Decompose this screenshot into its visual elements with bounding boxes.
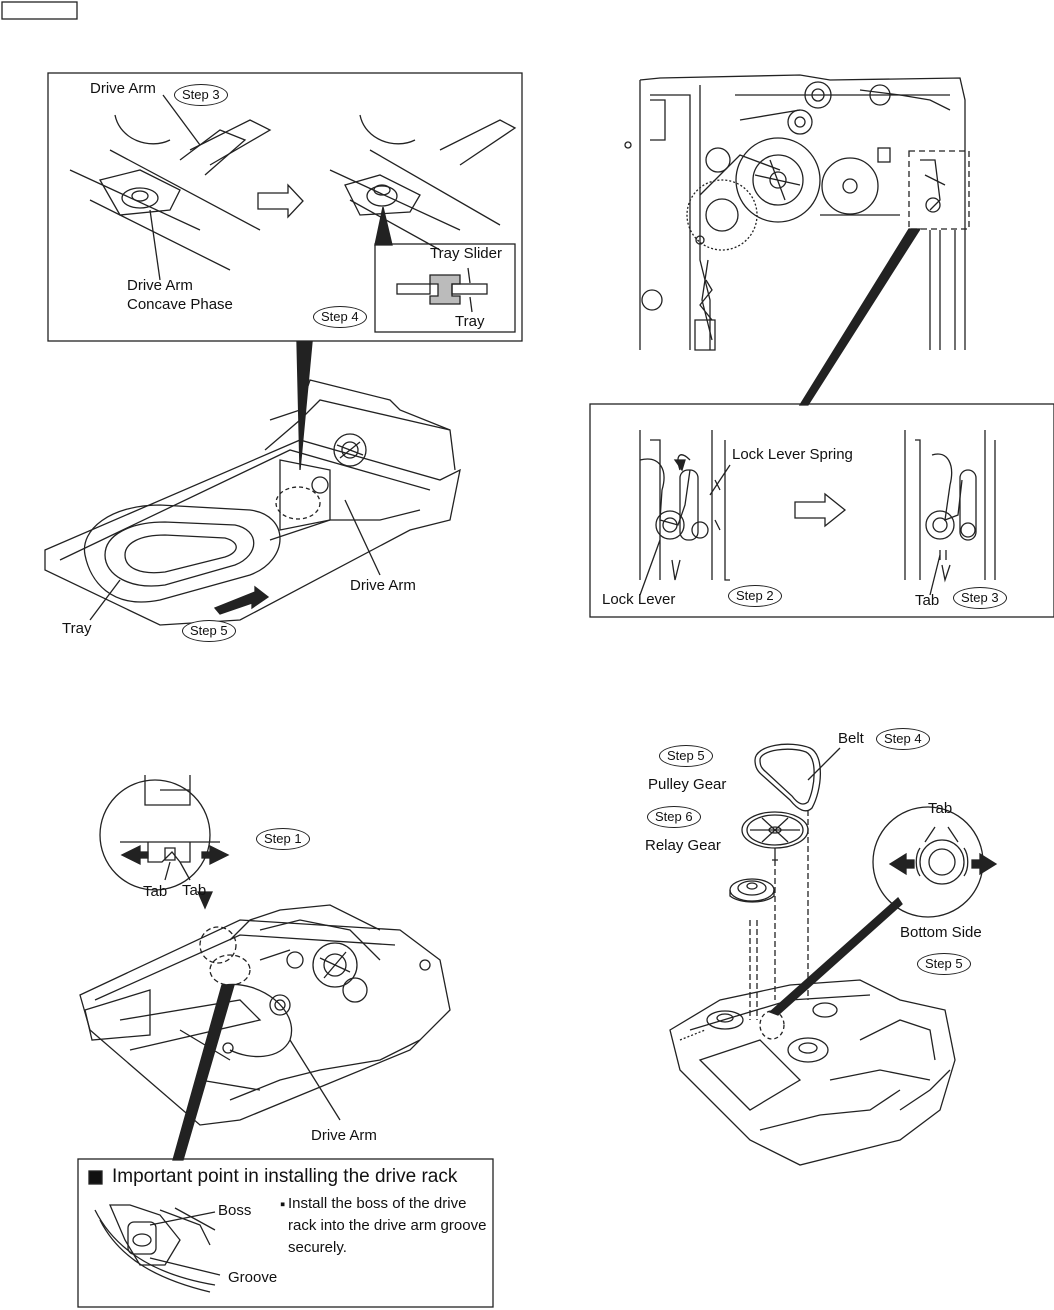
relay-gear-drawing [729,878,775,903]
important-box-frame [77,1158,494,1308]
lock-lever-focus-box [908,150,970,230]
tray-label: Tray [62,620,92,637]
chassis-iso-drawing [79,904,451,1126]
tab-leader [929,554,941,596]
tab-left-label: Tab [143,883,168,900]
drive-arm-leader-2 [289,1039,341,1121]
pulley-gear-drawing [741,811,809,861]
step5-badge: Step 5 [182,620,236,642]
tray-slider-label: Tray Slider [430,245,502,262]
drive-arm-label: Drive Arm [90,80,156,97]
important-note: Install the boss of the drive rack into … [288,1195,487,1256]
tab-zoom-drawing [120,775,230,881]
belt-drawing [754,743,821,812]
drive-arm-before-drawing [69,114,272,271]
callout-wedge-bottom [768,897,903,1016]
lock-lever-spring-label: Lock Lever Spring [732,446,853,463]
callout-wedge-right [798,228,922,406]
lock-lever-label: Lock Lever [602,591,676,608]
step3-badge-right: Step 3 [953,587,1007,609]
page-marker [1,1,78,20]
important-square-icon [88,1170,103,1185]
bottom-side-label: Bottom Side [900,924,982,941]
drive-arm-label-3: Drive Arm [311,1127,377,1144]
tray-mechanism-drawing [44,379,461,626]
arrow-right-icon [257,183,304,219]
arrow-right-icon-2 [794,492,847,528]
bottom-side-zoom-drawing [888,826,998,885]
step3-badge: Step 3 [174,84,228,106]
boss-label: Boss [218,1202,252,1219]
lock-lever-before-drawing [639,430,730,581]
groove-label: Groove [228,1269,278,1286]
boss-focus-circle [209,954,251,986]
gear-mechanism-iso-drawing [669,810,956,1166]
tab-label-br: Tab [928,800,953,817]
callout-wedge-boss [172,984,235,1161]
bottom-side-zoom-circle [872,806,984,918]
step5-badge-bottom: Step 5 [917,953,971,975]
chassis-top-view-drawing [624,74,966,351]
relay-gear-label: Relay Gear [645,837,721,854]
tab-zoom-circle [99,779,211,891]
spring-leader [709,464,731,496]
step6-badge: Step 6 [647,806,701,828]
concave-label-line2: Concave Phase [127,296,233,313]
drive-arm-after-drawing [329,114,517,251]
step1-badge: Step 1 [256,828,310,850]
drive-arm-label-2: Drive Arm [350,577,416,594]
step4-badge-br: Step 4 [876,728,930,750]
note-bullet: ▪ [280,1196,286,1213]
callout-wedge-tab [197,891,213,910]
lock-lever-detail-frame [589,403,1054,618]
tray-slider-section-drawing [396,267,488,313]
step2-badge: Step 2 [728,585,782,607]
step4-badge: Step 4 [313,306,367,328]
tray-slider-inset-frame [374,243,516,333]
callout-pointer [374,206,393,246]
drive-arm-leader [162,94,201,146]
tab-label: Tab [915,592,940,609]
pulley-gear-label: Pulley Gear [648,776,727,793]
concave-label-line1: Drive Arm [127,277,193,294]
belt-leader [807,747,841,781]
tray-inset-label: Tray [455,313,485,330]
lock-lever-after-drawing [904,430,996,583]
concave-leader [149,209,161,281]
important-title: Important point in installing the drive … [112,1166,458,1187]
tab-focus-circle [199,926,237,964]
tab-right-label: Tab [182,882,207,899]
drive-arm-detail-frame [47,72,523,342]
belt-label: Belt [838,730,864,747]
step5-badge-top: Step 5 [659,745,713,767]
lock-lever-leader [639,539,661,596]
callout-wedge [296,341,313,471]
boss-groove-drawing [94,1204,221,1293]
